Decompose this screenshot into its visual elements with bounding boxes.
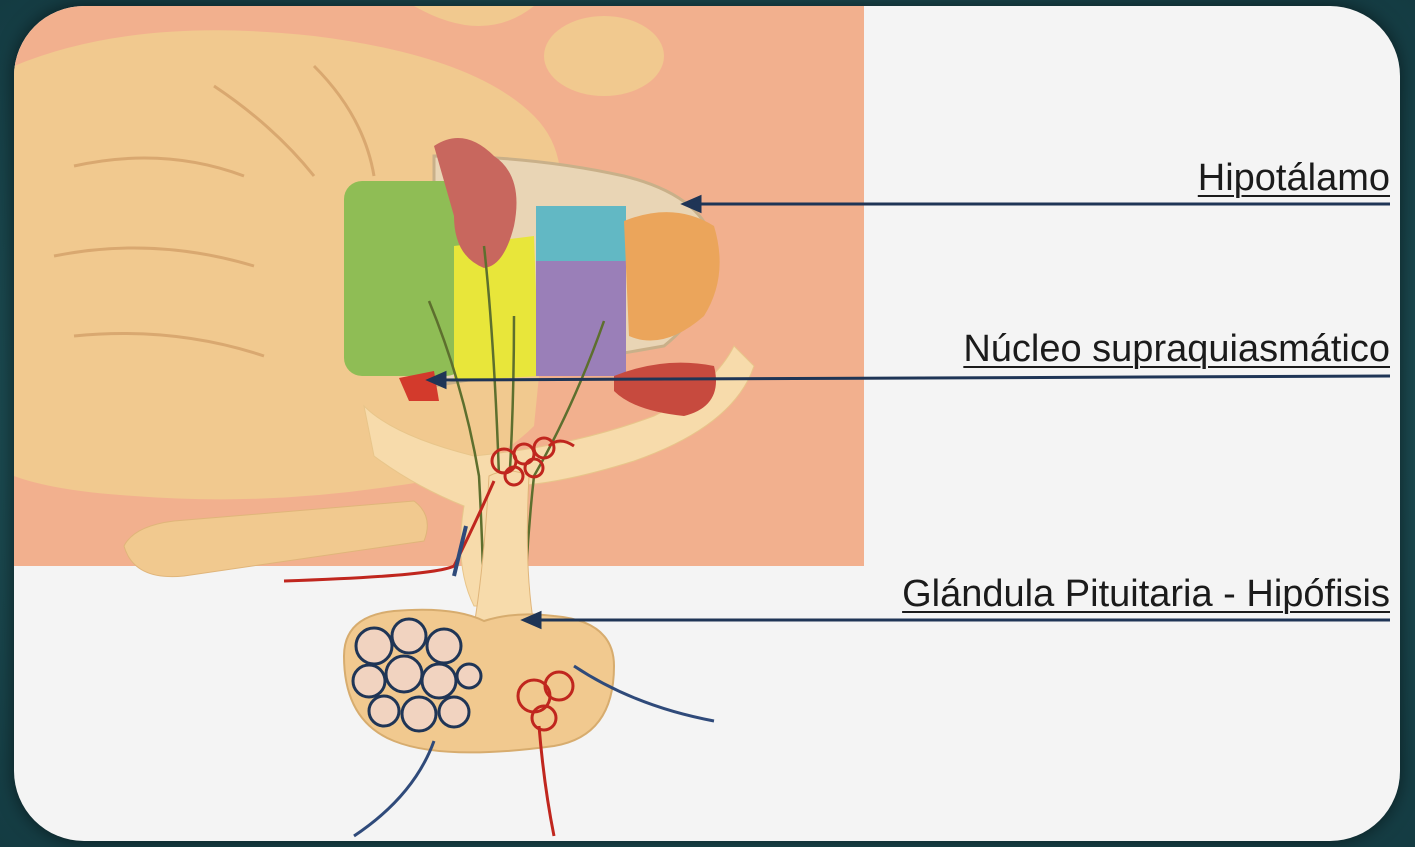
diagram-frame: Hipotálamo Núcleo supraquiasmático Glánd…: [14, 6, 1400, 841]
nucleus-purple: [536, 261, 626, 376]
brain-upper-blob: [544, 16, 664, 96]
nucleus-cyan: [536, 206, 626, 266]
label-pituitary-gland: Glándula Pituitaria - Hipófisis: [902, 574, 1390, 614]
hypothalamus-pituitary-illustration: [14, 6, 1400, 841]
label-hypothalamus: Hipotálamo: [1198, 158, 1390, 198]
label-suprachiasmatic-nucleus: Núcleo supraquiasmático: [963, 329, 1390, 369]
